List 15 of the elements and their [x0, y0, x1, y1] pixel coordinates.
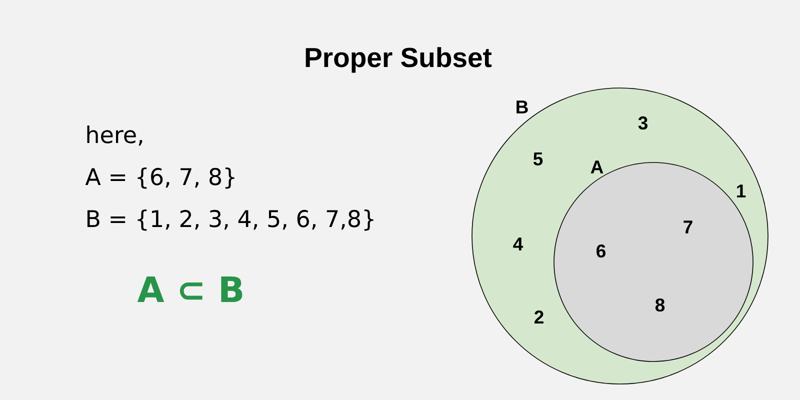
- element-number: 2: [534, 310, 544, 324]
- element-number: 6: [596, 244, 606, 258]
- element-number: 5: [533, 152, 543, 166]
- subset-notation: A ⊂ B: [137, 276, 242, 302]
- set-label: B: [516, 100, 528, 114]
- text-line: here,: [87, 126, 142, 146]
- element-number: 4: [513, 238, 524, 250]
- title: Proper Subset: [306, 47, 492, 73]
- set-definition: A = {6, 7, 8}: [85, 168, 234, 189]
- element-number: 3: [638, 116, 648, 130]
- set-label: A: [590, 160, 604, 174]
- set-definition: B = {1, 2, 3, 4, 5, 6, 7,8}: [87, 210, 374, 231]
- element-number: 7: [684, 220, 692, 234]
- element-number: 8: [655, 298, 665, 312]
- element-number: 1: [737, 184, 746, 198]
